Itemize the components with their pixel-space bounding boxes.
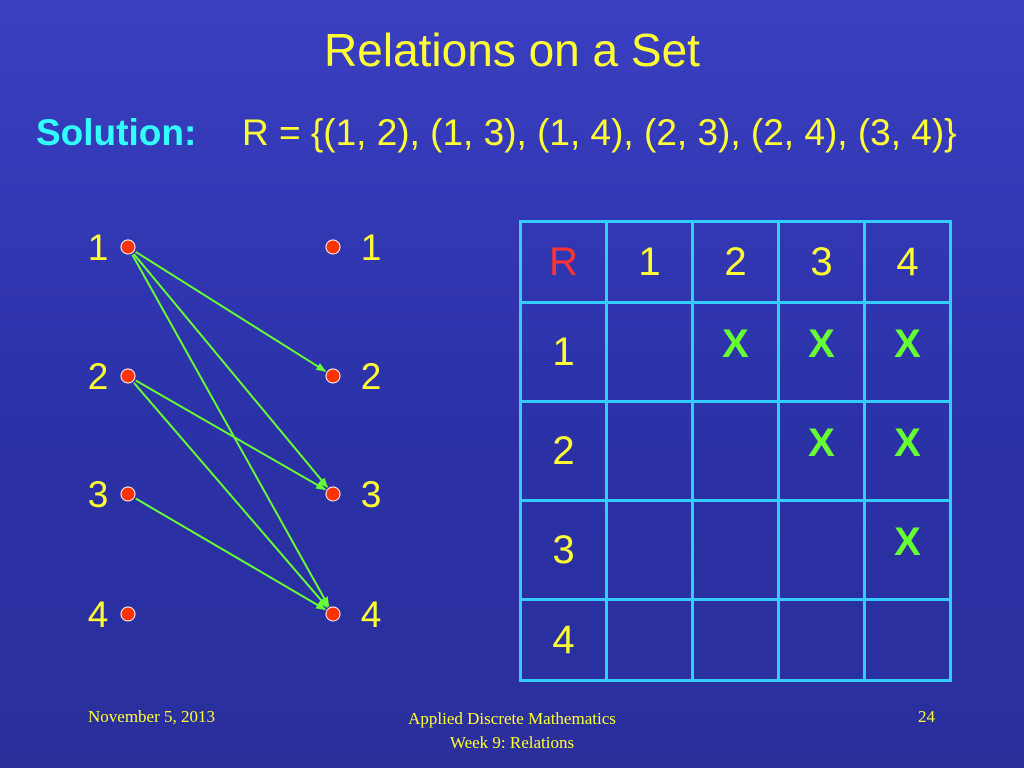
- matrix-cell-4-2: [691, 598, 780, 682]
- matrix-cell-1-3: X: [777, 301, 866, 403]
- right-node-label-4: 4: [361, 594, 382, 635]
- matrix-cell-4-1: [605, 598, 694, 682]
- right-node-label-2: 2: [361, 356, 382, 397]
- footer-date: November 5, 2013: [88, 707, 216, 726]
- matrix-cell-2-2: [691, 400, 780, 502]
- matrix-col-header-2: 2: [691, 220, 780, 304]
- matrix-cell-1-1: [605, 301, 694, 403]
- right-node-label-1: 1: [361, 227, 382, 268]
- edge-1-to-2: [135, 250, 327, 373]
- edge-2-to-3: [135, 379, 327, 491]
- edge-1-to-4: [131, 254, 330, 608]
- right-node-3: [325, 486, 341, 502]
- matrix-cell-3-1: [605, 499, 694, 601]
- edge-1-to-3: [132, 253, 329, 488]
- matrix-row-header-4: 4: [519, 598, 608, 682]
- matrix-cell-2-4: X: [863, 400, 952, 502]
- matrix-row-header-2: 2: [519, 400, 608, 502]
- right-node-4: [325, 606, 341, 622]
- matrix-row-header-1: 1: [519, 301, 608, 403]
- matrix-cell-3-4: X: [863, 499, 952, 601]
- footer-course-week: Week 9: Relations: [449, 733, 575, 752]
- left-node-4: [120, 606, 136, 622]
- matrix-cell-1-4: X: [863, 301, 952, 403]
- left-node-3: [120, 486, 136, 502]
- edge-3-to-4: [135, 497, 327, 611]
- matrix-cell-4-3: [777, 598, 866, 682]
- matrix-col-header-3: 3: [777, 220, 866, 304]
- left-node-label-2: 2: [88, 356, 109, 397]
- matrix-cell-4-4: [863, 598, 952, 682]
- footer-course: Applied Discrete Mathematics Week 9: Rel…: [0, 707, 1024, 755]
- right-node-1: [325, 239, 341, 255]
- matrix-cell-1-2: X: [691, 301, 780, 403]
- matrix-row-header-3: 3: [519, 499, 608, 601]
- matrix-cell-2-3: X: [777, 400, 866, 502]
- left-node-label-1: 1: [88, 227, 109, 268]
- matrix-cell-3-3: [777, 499, 866, 601]
- footer-page-number: 24: [918, 707, 935, 726]
- left-node-label-4: 4: [88, 594, 109, 635]
- solution-label: Solution:: [36, 112, 197, 153]
- left-node-label-3: 3: [88, 474, 109, 515]
- right-node-2: [325, 368, 341, 384]
- edge-2-to-4: [133, 382, 328, 608]
- matrix-cell-3-2: [691, 499, 780, 601]
- matrix-corner-label: R: [519, 220, 608, 304]
- footer-course-title: Applied Discrete Mathematics: [408, 709, 616, 728]
- matrix-cell-2-1: [605, 400, 694, 502]
- relation-set: R = {(1, 2), (1, 3), (1, 4), (2, 3), (2,…: [242, 112, 957, 153]
- right-node-label-3: 3: [361, 474, 382, 515]
- matrix-col-header-1: 1: [605, 220, 694, 304]
- slide-title: Relations on a Set: [324, 24, 700, 76]
- matrix-row-4: 4: [519, 598, 952, 682]
- matrix-col-header-4: 4: [863, 220, 952, 304]
- left-node-1: [120, 239, 136, 255]
- left-node-2: [120, 368, 136, 384]
